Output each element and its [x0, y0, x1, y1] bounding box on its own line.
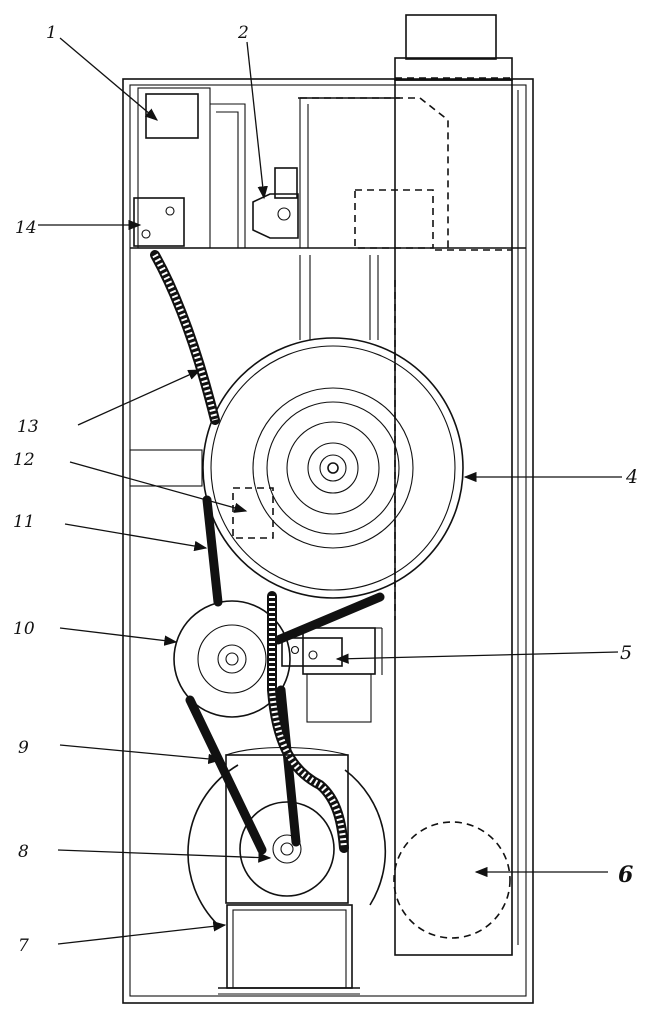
- control-box-1: [137, 87, 246, 249]
- hidden-fan-6: [393, 821, 511, 939]
- belts: [185, 495, 385, 855]
- motor-pulley-8: [239, 801, 335, 897]
- label-1: 1: [46, 23, 57, 43]
- support-rails: [129, 255, 379, 487]
- leader-lines: [38, 37, 622, 945]
- label-8: 8: [18, 842, 29, 862]
- bracket-14: [133, 197, 185, 247]
- label-5: 5: [620, 642, 632, 664]
- bracket-2: [252, 167, 299, 239]
- tensioner-5: [281, 627, 383, 723]
- motor-base-7: [218, 904, 360, 995]
- label-6: 6: [618, 862, 633, 888]
- flex-hoses: [150, 250, 349, 853]
- motor-housing-9: [187, 746, 387, 926]
- cabinet-frame: [122, 78, 534, 1004]
- label-13: 13: [17, 417, 39, 437]
- reference-numerals: 1 2 14 13 12 11 10 9 8 7 4 5 6: [13, 23, 638, 956]
- large-pulley-4: [202, 337, 464, 599]
- label-14: 14: [15, 218, 37, 238]
- hidden-box-12: [232, 487, 274, 539]
- label-10: 10: [13, 619, 35, 639]
- label-12: 12: [13, 450, 35, 470]
- label-9: 9: [18, 738, 29, 758]
- medium-pulley-10: [173, 600, 291, 718]
- label-4: 4: [625, 466, 638, 488]
- upper-housing: [298, 97, 400, 248]
- duct-column: [394, 14, 519, 956]
- label-2: 2: [237, 23, 249, 43]
- hidden-outline-upper: [300, 77, 512, 620]
- label-7: 7: [18, 936, 29, 956]
- label-11: 11: [13, 512, 35, 532]
